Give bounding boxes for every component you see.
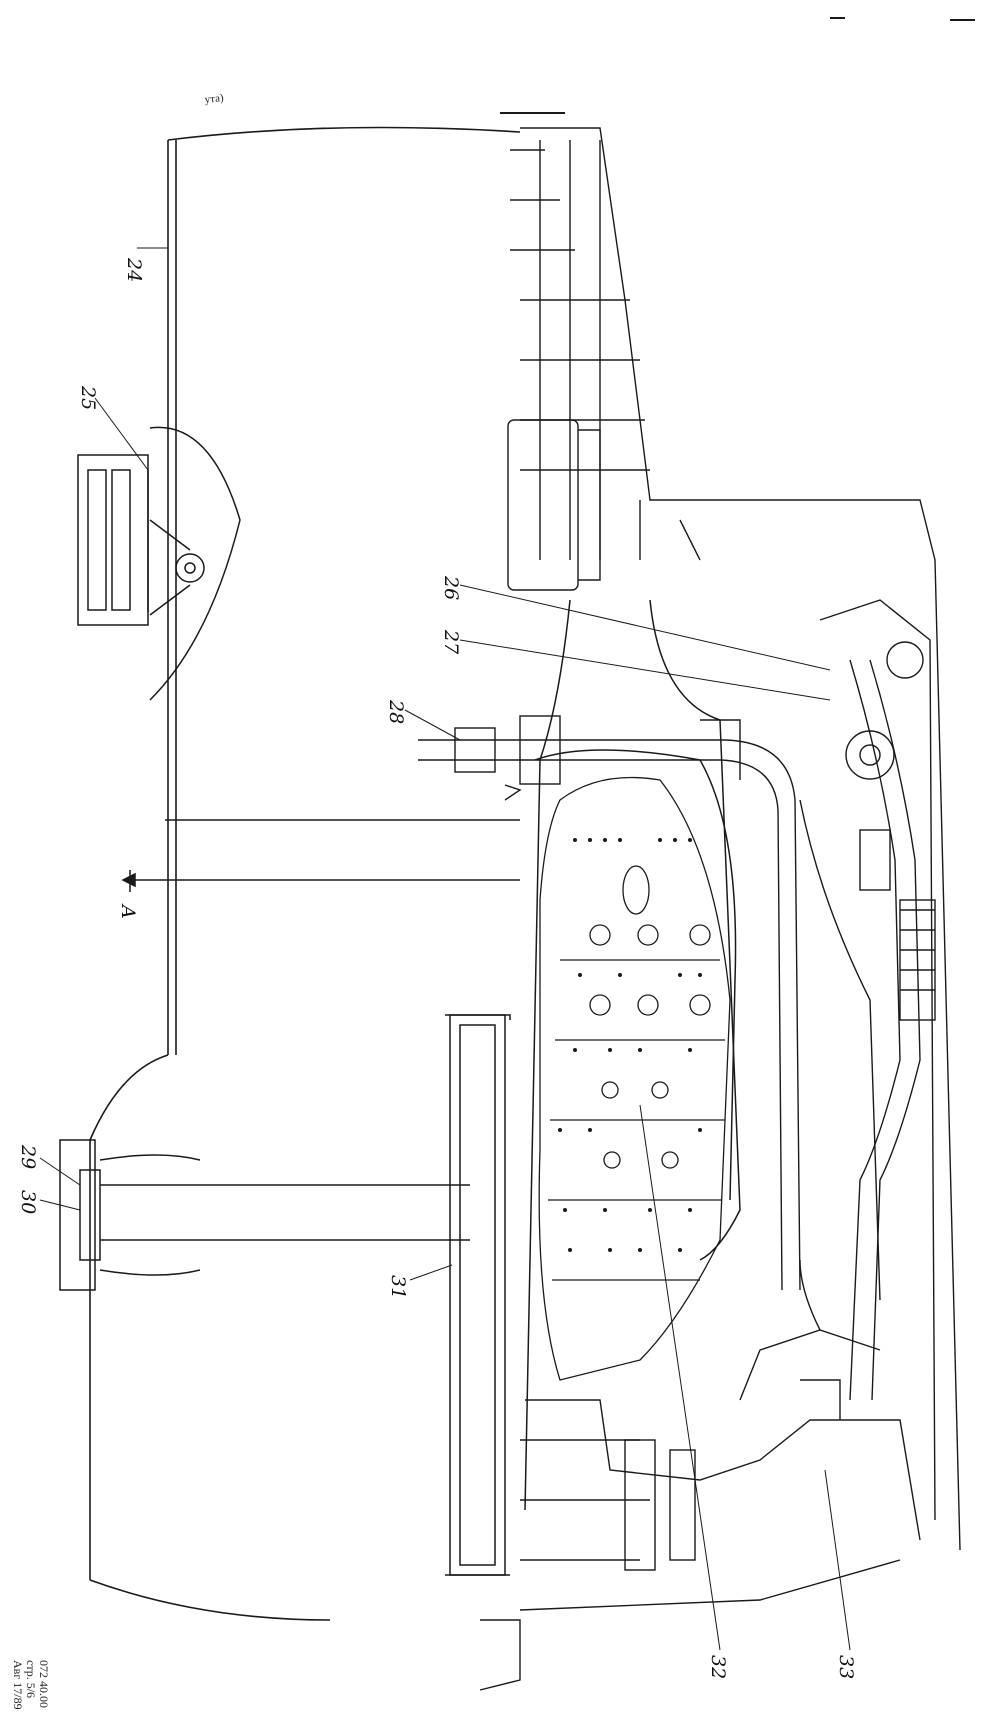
callout-33: 33 [835,1655,857,1679]
fuel-pipe [418,715,801,1291]
header-fragment: ута) [204,92,224,106]
doc-ref-line2: стр. 5/6 [24,1660,38,1698]
callout-31: 31 [387,1275,409,1299]
shaft-and-bearings [799,599,936,1521]
callout-32: 32 [707,1655,729,1679]
doc-ref-line1: 072 40.00 [37,1660,51,1708]
callout-30: 30 [17,1190,39,1214]
callout-27: 27 [440,629,462,655]
drain-pipe [59,1014,511,1576]
callout-labels: 24 25 26 27 28 29 30 31 32 33 A [17,257,857,1679]
doc-ref-line3: Авг 17/89 [11,1660,25,1710]
compressor-casing [507,127,961,1551]
section-arrow-a [121,819,520,892]
leader-lines [39,247,851,1651]
turbine-section [479,1259,921,1691]
document-reference: 072 40.00 стр. 5/6 Авг 17/89 [11,1660,51,1710]
callout-26: 26 [440,575,462,600]
combustion-duct [524,599,741,1511]
callout-29: 29 [17,1144,39,1169]
callout-24: 24 [123,257,145,282]
liner-perforations [558,838,702,1252]
flame-tube [538,776,731,1381]
section-label-a: A [117,903,139,919]
callout-28: 28 [385,699,407,724]
mount-bracket [77,426,241,701]
callout-25: 25 [77,385,99,410]
cowl-panel [89,126,521,1621]
stray-marks [500,17,975,114]
